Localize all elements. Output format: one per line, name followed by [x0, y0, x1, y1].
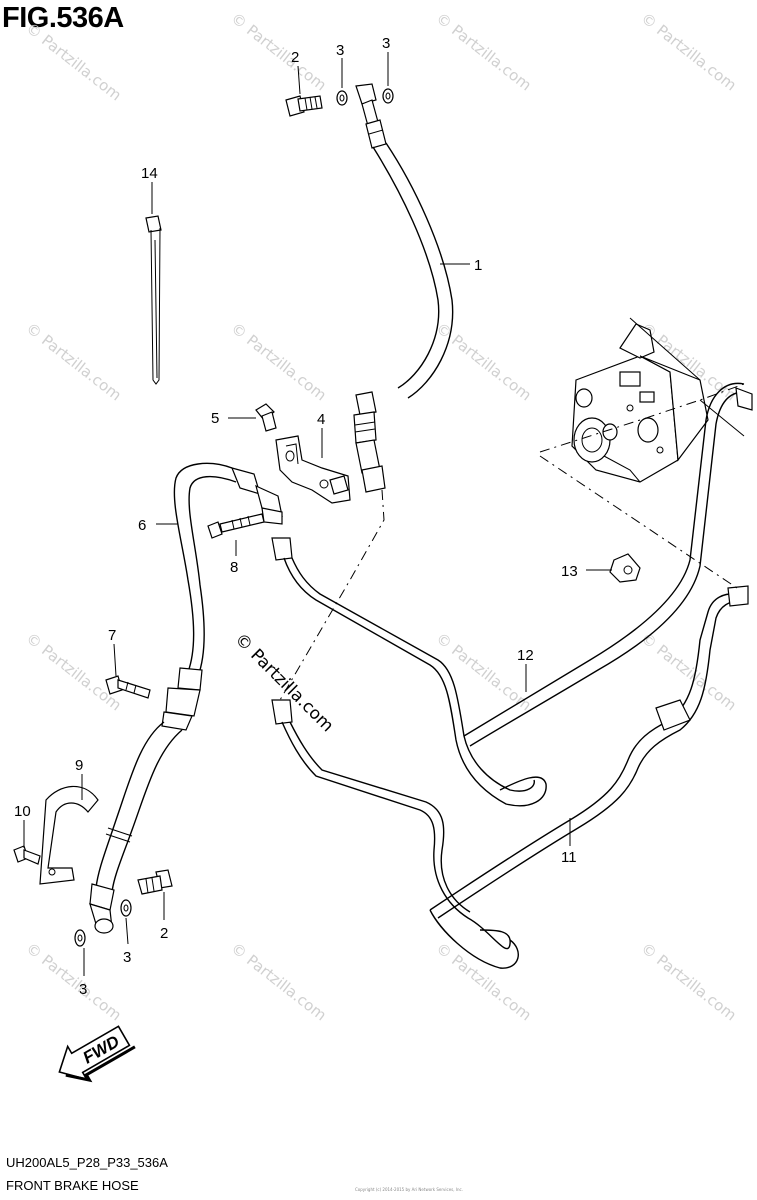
brake-hose-upper	[353, 83, 454, 493]
watermark: © Partzilla.com	[23, 939, 125, 1024]
callout-8: 8	[230, 559, 238, 576]
hose-clamp	[39, 785, 99, 885]
watermark: © Partzilla.com	[228, 9, 330, 94]
watermark: © Partzilla.com	[23, 19, 125, 104]
hose-bracket	[275, 435, 351, 504]
long-bolt	[207, 513, 265, 539]
pipe-clamp	[609, 553, 641, 583]
watermark: © Partzilla.com	[23, 319, 125, 404]
callout-13: 13	[561, 563, 578, 580]
figure-title: FIG.536A	[2, 2, 124, 34]
forward-arrow: FWD	[58, 1025, 136, 1083]
bracket-bolt	[255, 403, 277, 432]
washer-lower-left	[74, 929, 86, 947]
callout-2: 2	[160, 925, 168, 942]
watermark: © Partzilla.com	[638, 629, 740, 714]
alignment-lines	[279, 317, 745, 701]
washer-lower-right	[120, 899, 132, 917]
banjo-bolt-lower	[137, 869, 173, 895]
watermark: © Partzilla.com	[638, 939, 740, 1024]
callout-11: 11	[561, 849, 577, 866]
brake-pipe-12	[271, 382, 753, 807]
callout-10: 10	[14, 803, 31, 820]
callout-4: 4	[317, 411, 325, 428]
cable-tie	[145, 215, 162, 385]
watermark: © Partzilla.com	[638, 9, 740, 94]
callout-14: 14	[141, 165, 158, 182]
callout-3: 3	[382, 35, 390, 52]
watermark: © Partzilla.com	[433, 9, 535, 94]
callout-labels: 1 2 2 3 3 3 3 4 5 6 7 8 9 10 11 12 13 14	[14, 35, 578, 998]
callout-1: 1	[474, 257, 482, 274]
watermark: © Partzilla.com	[433, 319, 535, 404]
watermark: © Partzilla.com	[228, 939, 330, 1024]
hose-bolt	[105, 675, 151, 699]
callout-7: 7	[108, 627, 116, 644]
callout-9: 9	[75, 757, 83, 774]
brake-hose-lower	[89, 462, 283, 934]
callout-3: 3	[123, 949, 131, 966]
brake-pipe-11	[271, 585, 749, 969]
leader-lines	[23, 52, 612, 976]
washer-upper-right	[382, 88, 394, 104]
watermark: © Partzilla.com	[433, 939, 535, 1024]
callout-12: 12	[517, 647, 534, 664]
banjo-bolt-upper	[285, 95, 323, 117]
callout-3: 3	[79, 981, 87, 998]
model-code: UH200AL5_P28_P33_536A	[6, 1155, 168, 1170]
callout-6: 6	[138, 517, 146, 534]
callout-5: 5	[211, 410, 219, 427]
washer-upper-left	[336, 90, 348, 106]
abs-hydraulic-unit	[571, 323, 709, 483]
watermark: © Partzilla.com	[228, 319, 330, 404]
clamp-bolt	[13, 845, 41, 865]
callout-2: 2	[291, 49, 299, 66]
callout-3: 3	[336, 42, 344, 59]
copyright-line: Copyright (c) 2014-2015 by Ari Network S…	[355, 1187, 463, 1192]
figure-name: FRONT BRAKE HOSE	[6, 1178, 139, 1193]
